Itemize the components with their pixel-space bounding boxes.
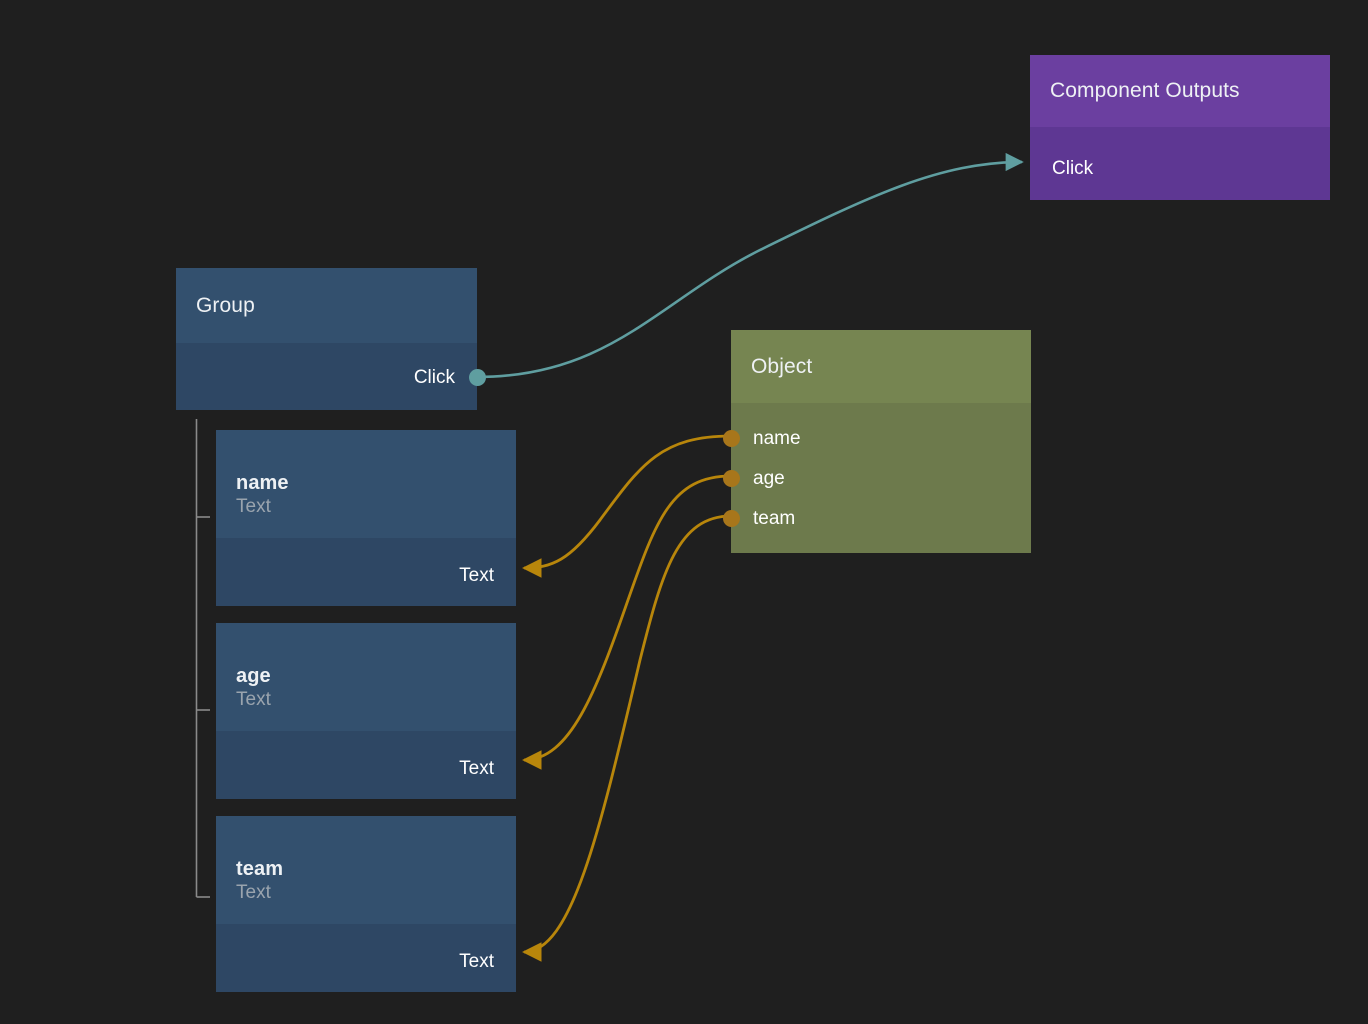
group-header: Group — [176, 268, 477, 343]
child-team-input-text[interactable]: Text — [216, 942, 516, 982]
group-body: Click — [176, 343, 486, 410]
component-outputs-body: Click — [1030, 127, 1330, 200]
object-header: Object — [731, 330, 1031, 403]
object-output-team[interactable]: team — [722, 499, 1031, 539]
edge-object-name-to-name-text — [522, 434, 732, 578]
object-output-name[interactable]: name — [722, 419, 1031, 459]
component-outputs-input-click-label: Click — [1052, 158, 1094, 179]
group-output-click-port[interactable] — [468, 369, 486, 386]
child-name-input-text[interactable]: Text — [216, 556, 516, 596]
group-title: Group — [196, 293, 255, 317]
component-outputs-input-click[interactable]: Click — [1030, 149, 1330, 189]
node-object[interactable]: Object name age team — [722, 330, 1031, 553]
child-team-input-text-label: Text — [459, 951, 494, 972]
child-team-body: Text — [216, 924, 516, 992]
object-output-name-label: name — [753, 428, 801, 449]
object-output-age-label: age — [753, 468, 785, 489]
object-output-age-port[interactable] — [722, 470, 740, 487]
object-output-team-label: team — [753, 508, 796, 529]
child-name-subtitle: Text — [236, 496, 271, 517]
object-title: Object — [751, 354, 813, 378]
node-component-outputs[interactable]: Component Outputs Click — [1030, 55, 1330, 200]
child-name-body: Text — [216, 538, 516, 606]
child-team-title: team — [236, 858, 284, 880]
child-age-input-text-label: Text — [459, 758, 494, 779]
node-group[interactable]: Group Click — [176, 268, 486, 410]
object-output-name-port[interactable] — [722, 430, 740, 447]
node-child-name[interactable]: name Text Text — [216, 430, 516, 606]
object-output-team-port[interactable] — [722, 510, 740, 527]
child-team-subtitle: Text — [236, 882, 271, 903]
object-output-age[interactable]: age — [722, 459, 1031, 499]
child-age-input-text[interactable]: Text — [216, 749, 516, 789]
node-child-team[interactable]: team Text Text — [216, 816, 516, 992]
group-output-click[interactable]: Click — [176, 358, 486, 398]
child-age-header: age Text — [216, 623, 516, 731]
node-child-age[interactable]: age Text Text — [216, 623, 516, 799]
child-age-subtitle: Text — [236, 689, 271, 710]
component-outputs-title: Component Outputs — [1050, 79, 1240, 102]
edge-object-team-to-team-text — [522, 514, 732, 962]
edge-object-age-to-age-text — [522, 474, 732, 770]
child-name-header: name Text — [216, 430, 516, 538]
component-outputs-header: Component Outputs — [1030, 55, 1330, 127]
child-name-input-text-label: Text — [459, 565, 494, 586]
child-age-title: age — [236, 665, 271, 687]
child-team-header: team Text — [216, 816, 516, 924]
object-body: name age team — [722, 403, 1031, 553]
child-name-title: name — [236, 472, 289, 494]
child-age-body: Text — [216, 731, 516, 799]
group-output-click-label: Click — [413, 367, 455, 388]
